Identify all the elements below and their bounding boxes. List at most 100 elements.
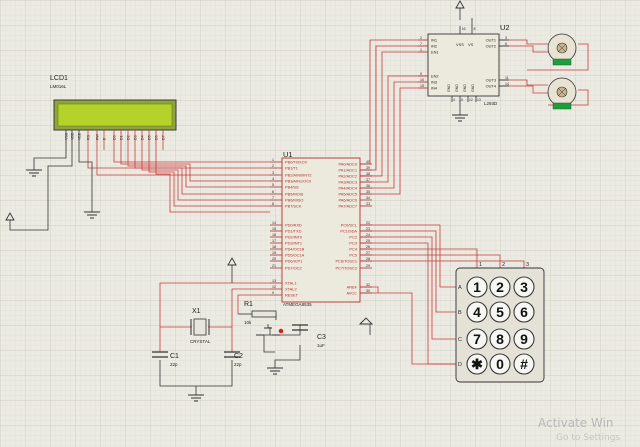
keypad-key[interactable]: 8: [489, 328, 511, 350]
keypad-key-cap: [513, 301, 535, 323]
mcu-pin-name: PA6/ADC6: [338, 197, 357, 202]
driver-pin-name: VSS: [456, 42, 464, 47]
mcu-pin-name: PA1/ADC1: [338, 167, 357, 172]
driver-pin-name: EN1: [431, 49, 439, 54]
r1-value: 10k: [244, 320, 252, 325]
mcu-right-pins: 40PA0/ADC039PA1/ADC138PA2/ADC237PA3/ADC3…: [335, 160, 372, 295]
keypad-key[interactable]: 0: [489, 353, 511, 375]
keypad-key-label: #: [520, 356, 528, 372]
mcu-pin-name: PA3/ADC3: [338, 179, 357, 184]
lcd-pin-label: RS: [87, 134, 91, 140]
keypad-key[interactable]: 6: [513, 301, 535, 323]
keypad-key-cap: [466, 328, 488, 350]
capacitor-c3[interactable]: C3 1uF: [292, 324, 326, 348]
keypad-key-cap: [489, 353, 511, 375]
driver-pin-number: 3: [505, 36, 507, 40]
mcu-pin-name: PD4/OC1B: [285, 246, 305, 251]
crystal-label: CRYSTAL: [190, 339, 211, 344]
keypad-row-label: C: [458, 337, 462, 343]
driver-pin-number: 1: [420, 48, 422, 52]
mcu-pin-number: 5: [272, 183, 274, 187]
keypad-key-label: 5: [496, 304, 504, 320]
mcu-pin-number: 15: [272, 227, 276, 231]
mcu-pin-name: PD6/ICP1: [285, 258, 302, 263]
mcu-pin-number: 34: [366, 196, 370, 200]
keypad-key[interactable]: 2: [489, 276, 511, 298]
keypad-key[interactable]: 9: [513, 328, 535, 350]
keypad-key-label: ✱: [471, 356, 483, 372]
mcu-pin-name: PD3/INT1: [285, 240, 302, 245]
keypad-row-label: A: [458, 285, 462, 291]
driver-ref: U2: [500, 23, 510, 32]
keypad-key[interactable]: #: [513, 353, 535, 375]
lcd-pin-label: D7: [162, 135, 166, 140]
driver-pin-name: GND: [455, 84, 459, 92]
mcu-pin-number: 6: [272, 190, 274, 194]
driver-pin-number: 10: [420, 78, 424, 82]
dc-motor-1[interactable]: [547, 33, 577, 66]
mcu-pin-number: 39: [366, 166, 370, 170]
lcd-pin-label: VDD: [71, 132, 75, 140]
mcu-pin-name: PC1/SDA: [340, 228, 357, 233]
keypad-key-label: 6: [520, 304, 528, 320]
lcd-model: LM016L: [50, 84, 67, 89]
mcu-pin-number: 13: [272, 279, 276, 283]
c1-ref: C1: [170, 353, 179, 360]
lcd-pin-label: RW: [96, 133, 100, 140]
mcu-pin-name: PA4/ADC4: [338, 185, 357, 190]
mcu-pin-name: PC6/TOSC1: [335, 258, 357, 263]
mcu-pin-number: 2: [272, 164, 274, 168]
keypad-key[interactable]: ✱: [466, 353, 488, 375]
mcu-pin-number: 20: [272, 257, 276, 261]
lcd-pin-label: D5: [148, 135, 152, 140]
keypad-row-label: D: [458, 362, 462, 368]
keypad-key-cap: [489, 328, 511, 350]
driver-pin-number: 16: [462, 27, 466, 31]
keypad-key-label: 2: [496, 279, 504, 295]
crystal-x1[interactable]: X1 CRYSTAL: [190, 308, 211, 344]
mcu-pin-name: PB0/T0/XCK: [285, 159, 307, 164]
keypad-key-cap: [466, 301, 488, 323]
keypad-key[interactable]: 4: [466, 301, 488, 323]
driver-pin-number: 9: [420, 72, 422, 76]
driver-pin-number: 12: [469, 98, 473, 102]
mcu-pin-number: 3: [272, 171, 274, 175]
c2-ref: C2: [234, 353, 243, 360]
keypad-row-label: B: [458, 310, 462, 316]
resistor-r1[interactable]: R1 10k: [244, 301, 277, 325]
keypad-key-label: 1: [473, 279, 481, 295]
mcu-pin-number: 17: [272, 239, 276, 243]
reset-button[interactable]: [256, 324, 284, 336]
driver-pin-number: 11: [505, 76, 509, 80]
keypad-key-label: 7: [473, 331, 481, 347]
mcu-pin-name: PB3/AIN1/OC0: [285, 178, 312, 183]
mcu-pin-number: 24: [366, 233, 370, 237]
crystal-ref: X1: [192, 308, 201, 315]
mcu-pin-name: PD2/INT0: [285, 234, 303, 239]
keypad-key[interactable]: 3: [513, 276, 535, 298]
c1-value: 22p: [170, 362, 178, 367]
keypad-key-label: 8: [496, 331, 504, 347]
mcu-pin-number: 9: [272, 291, 274, 295]
windows-watermark-sub: Go to Settings: [556, 433, 621, 443]
dc-motor-2[interactable]: [547, 77, 577, 110]
mcu-pin-name: AREF: [347, 284, 358, 289]
keypad-key[interactable]: 5: [489, 301, 511, 323]
mcu-pin-number: 14: [272, 221, 276, 225]
c3-value: 1uF: [317, 343, 325, 348]
driver-pin-name: VS: [468, 42, 474, 47]
capacitor-c2[interactable]: C2 22p: [224, 351, 243, 367]
keypad-key[interactable]: 1: [466, 276, 488, 298]
keypad-key-cap: [489, 276, 511, 298]
keypad-key-cap: [513, 276, 535, 298]
driver-pin-name: GND: [463, 84, 467, 92]
keypad-key[interactable]: 7: [466, 328, 488, 350]
mcu-pin-number: 1: [272, 158, 274, 162]
capacitor-c1[interactable]: C1 22p: [152, 351, 179, 367]
